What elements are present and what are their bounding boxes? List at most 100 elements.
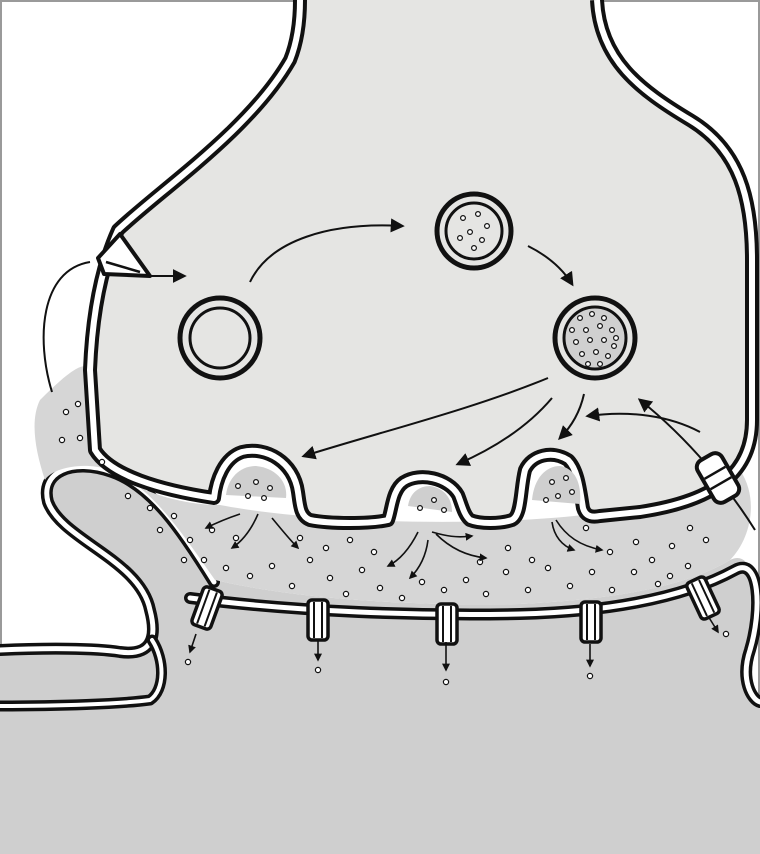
transmitter-molecule [187, 537, 192, 542]
presynaptic-terminal [90, 0, 752, 523]
transmitter-molecule [418, 506, 423, 511]
transmitter-molecule [223, 565, 228, 570]
receptor [581, 602, 601, 642]
transmitter-molecule [570, 328, 575, 333]
transmitter-molecule [590, 312, 595, 317]
transmitter-molecule [157, 527, 162, 532]
transmitter-molecule [480, 238, 485, 243]
transmitter-molecule [602, 338, 607, 343]
transmitter-molecule [578, 316, 583, 321]
transmitter-molecule [458, 236, 463, 241]
transmitter-molecule [631, 569, 636, 574]
transmitter-molecule [246, 494, 251, 499]
receptor [437, 604, 457, 644]
transmitter-molecule [544, 498, 549, 503]
transmitter-molecule [556, 494, 561, 499]
transmitter-molecule [580, 352, 585, 357]
transmitter-molecule [529, 557, 534, 562]
transmitter-molecule [594, 350, 599, 355]
transmitter-molecule [441, 587, 446, 592]
receptor [308, 600, 328, 640]
transmitter-molecule [685, 563, 690, 568]
transmitter-molecule [463, 577, 468, 582]
transmitter-molecule [77, 435, 82, 440]
transmitter-molecule [583, 525, 588, 530]
transmitter-molecule [655, 581, 660, 586]
transmitter-molecule [586, 362, 591, 367]
empty-vesicle [180, 298, 260, 378]
transmitter-molecule [612, 344, 617, 349]
transmitter-molecule [307, 557, 312, 562]
transmitter-molecule [371, 549, 376, 554]
transmitter-molecule [503, 569, 508, 574]
transmitter-molecule [461, 216, 466, 221]
transmitter-molecule [669, 543, 674, 548]
transmitter-molecule [609, 587, 614, 592]
transmitter-molecule [614, 336, 619, 341]
transmitter-molecule [505, 545, 510, 550]
transmitter-molecule [185, 659, 190, 664]
transmitter-molecule [598, 362, 603, 367]
transmitter-molecule [584, 328, 589, 333]
transmitter-molecule [63, 409, 68, 414]
transmitter-molecule [589, 569, 594, 574]
transmitter-molecule [233, 535, 238, 540]
transmitter-molecule [687, 525, 692, 530]
transmitter-molecule [703, 537, 708, 542]
transmitter-molecule [574, 340, 579, 345]
transmitter-molecule [171, 513, 176, 518]
transmitter-molecule [545, 565, 550, 570]
transmitter-molecule [315, 667, 320, 672]
transmitter-molecule [359, 567, 364, 572]
transmitter-molecule [181, 557, 186, 562]
transmitter-molecule [419, 579, 424, 584]
transmitter-molecule [443, 679, 448, 684]
transmitter-molecule [236, 484, 241, 489]
transmitter-molecule [209, 527, 214, 532]
transmitter-molecule [606, 354, 611, 359]
transmitter-molecule [59, 437, 64, 442]
transmitter-molecule [327, 575, 332, 580]
transmitter-molecule [323, 545, 328, 550]
transmitter-molecule [564, 476, 569, 481]
transmitter-molecule [262, 496, 267, 501]
transmitter-molecule [268, 486, 273, 491]
transmitter-molecule [570, 490, 575, 495]
transmitter-molecule [297, 535, 302, 540]
transmitter-molecule [476, 212, 481, 217]
transmitter-molecule [588, 338, 593, 343]
transmitter-molecule [147, 505, 152, 510]
transmitter-molecule [125, 493, 130, 498]
transmitter-molecule [472, 246, 477, 251]
transmitter-molecule [587, 673, 592, 678]
transmitter-molecule [485, 224, 490, 229]
transmitter-molecule [347, 537, 352, 542]
transmitter-molecule [75, 401, 80, 406]
transmitter-molecule [550, 480, 555, 485]
transmitter-molecule [723, 631, 728, 636]
transmitter-molecule [525, 587, 530, 592]
transmitter-molecule [633, 539, 638, 544]
transmitter-molecule [610, 328, 615, 333]
transmitter-molecule [343, 591, 348, 596]
transmitter-molecule [607, 549, 612, 554]
transmitter-molecule [598, 324, 603, 329]
transmitter-molecule [649, 557, 654, 562]
transmitter-molecule [377, 585, 382, 590]
transmitter-molecule [442, 508, 447, 513]
transmitter-molecule [667, 573, 672, 578]
transmitter-molecule [247, 573, 252, 578]
transmitter-molecule [432, 498, 437, 503]
transmitter-molecule [483, 591, 488, 596]
transmitter-molecule [399, 595, 404, 600]
transmitter-molecule [602, 316, 607, 321]
transmitter-molecule [289, 583, 294, 588]
partially-filled-vesicle [437, 194, 511, 268]
transmitter-molecule [99, 459, 104, 464]
transmitter-molecule [269, 563, 274, 568]
transmitter-molecule [201, 557, 206, 562]
transmitter-molecule [477, 559, 482, 564]
transmitter-molecule [468, 230, 473, 235]
